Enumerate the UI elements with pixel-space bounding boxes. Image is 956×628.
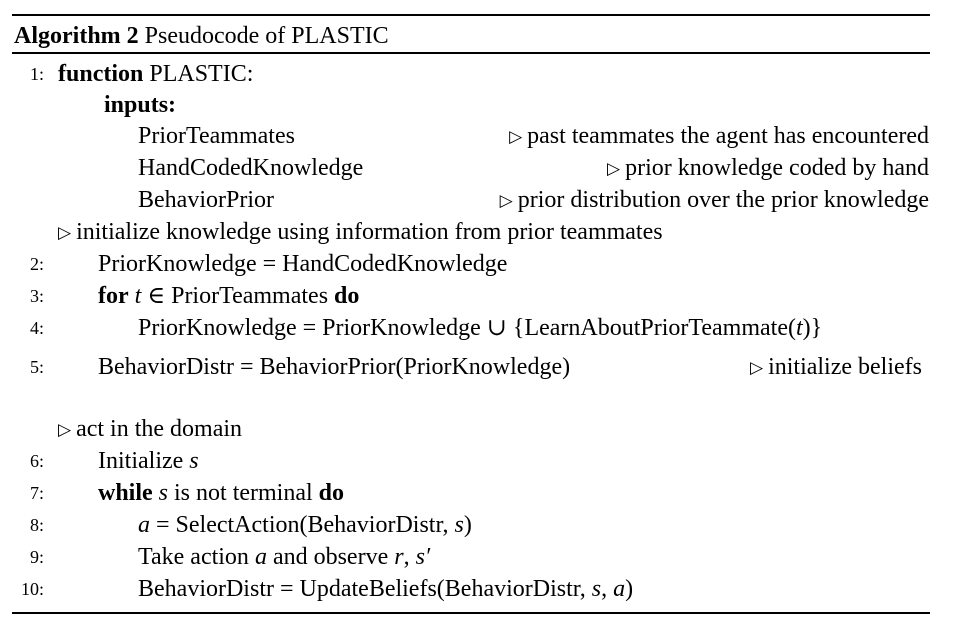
line-number: 5: [29, 357, 44, 377]
comment-triangle-icon: ▷ [607, 159, 621, 178]
line-number: 8: [29, 515, 44, 535]
line-text: Take action [138, 544, 249, 570]
line-number: 4: [29, 318, 44, 338]
input-name: BehaviorPrior [138, 187, 274, 213]
algorithm-caption: Algorithm 2 Pseudocode of PLASTIC [14, 21, 389, 51]
input-comment: ▷past teammates the agent has encountere… [509, 120, 929, 153]
comment-triangle-icon: ▷ [499, 191, 513, 210]
line-text-end: ) [463, 512, 472, 538]
comment-act-in-domain: ▷act in the domain [0, 413, 956, 445]
variable-r: r [394, 544, 404, 570]
line-number: 1: [29, 64, 44, 84]
line-number: 9: [29, 547, 44, 567]
comment-triangle-icon: ▷ [58, 420, 72, 439]
algorithm-line-3: 3: for t ∈ PriorTeammates do [0, 280, 956, 312]
line-number: 10: [20, 579, 44, 599]
line-text: PriorKnowledge = HandCodedKnowledge [98, 251, 508, 277]
comment-triangle-icon: ▷ [749, 358, 764, 377]
line-text: ∈ PriorTeammates [147, 283, 329, 309]
algorithm-line-7: 7: while s is not terminal do [0, 477, 956, 509]
separator: , [403, 544, 410, 570]
input-handcoded-knowledge: HandCodedKnowledge ▷prior knowledge code… [0, 152, 956, 184]
while-keyword: while [98, 480, 153, 506]
caption-rule [12, 52, 930, 54]
line-text: BehaviorDistr = BehaviorPrior(PriorKnowl… [98, 354, 571, 380]
line-number: 6: [29, 451, 44, 471]
algorithm-line-4: 4: PriorKnowledge = PriorKnowledge ∪ {Le… [0, 312, 956, 344]
algorithm-line-8: 8: a = SelectAction(BehaviorDistr, s) [0, 509, 956, 541]
function-name: PLASTIC: [149, 61, 254, 87]
variable-a: a [254, 544, 267, 570]
input-name: PriorTeammates [138, 123, 295, 149]
algorithm-line-6: 6: Initialize s [0, 445, 956, 477]
line-text: and observe [272, 544, 389, 570]
line-text-end: )} [802, 315, 823, 341]
inputs-keyword: inputs: [104, 92, 177, 118]
for-keyword: for [98, 283, 129, 309]
do-keyword: do [334, 283, 360, 309]
function-keyword: function [58, 61, 144, 87]
input-comment: ▷prior knowledge coded by hand [607, 152, 929, 185]
input-behavior-prior: BehaviorPrior ▷prior distribution over t… [0, 184, 956, 216]
line-text: BehaviorDistr = UpdateBeliefs(BehaviorDi… [138, 576, 586, 602]
algorithm-label: Algorithm 2 [14, 23, 139, 49]
input-comment: ▷prior distribution over the prior knowl… [500, 184, 929, 217]
input-name: HandCodedKnowledge [138, 155, 364, 181]
variable-s: s [591, 576, 602, 602]
variable-s-prime: s′ [415, 544, 431, 570]
inputs-line: inputs: [0, 89, 956, 121]
algorithm-line-5: 5: BehaviorDistr = BehaviorPrior(PriorKn… [0, 351, 956, 383]
comment-triangle-icon: ▷ [509, 127, 523, 146]
variable-a: a [613, 576, 626, 602]
algorithm-line-9: 9: Take action a and observe r, s′ [0, 541, 956, 573]
variable-s: s [454, 512, 464, 538]
input-prior-teammates: PriorTeammates ▷past teammates the agent… [0, 120, 956, 152]
bottom-rule [12, 612, 930, 614]
variable-t: t [134, 283, 142, 309]
line-text: is not terminal [174, 480, 313, 506]
algorithm-line-2: 2: PriorKnowledge = HandCodedKnowledge [0, 248, 956, 280]
line-number: 3: [29, 286, 44, 306]
do-keyword: do [318, 480, 345, 506]
algorithm-line-10: 10: BehaviorDistr = UpdateBeliefs(Behavi… [0, 573, 956, 605]
variable-s: s [158, 480, 169, 506]
variable-s: s [189, 448, 199, 474]
comment-initialize-knowledge: ▷initialize knowledge using information … [0, 216, 956, 248]
variable-t: t [795, 315, 803, 341]
variable-a: a [138, 512, 150, 538]
line-number: 7: [29, 483, 44, 503]
line-text-end: ) [625, 576, 634, 602]
line-text: Initialize [98, 448, 184, 474]
top-rule [12, 14, 930, 16]
line-text: PriorKnowledge = PriorKnowledge ∪ {Learn… [138, 315, 796, 341]
comment-triangle-icon: ▷ [58, 223, 72, 242]
line-comment: ▷initialize beliefs [750, 351, 922, 384]
separator: , [601, 576, 608, 602]
line-number: 2: [29, 254, 44, 274]
algorithm-title: Pseudocode of PLASTIC [144, 23, 389, 49]
line-text: = SelectAction(BehaviorDistr, [156, 512, 449, 538]
algorithm-line-1: 1: function PLASTIC: [0, 58, 956, 90]
